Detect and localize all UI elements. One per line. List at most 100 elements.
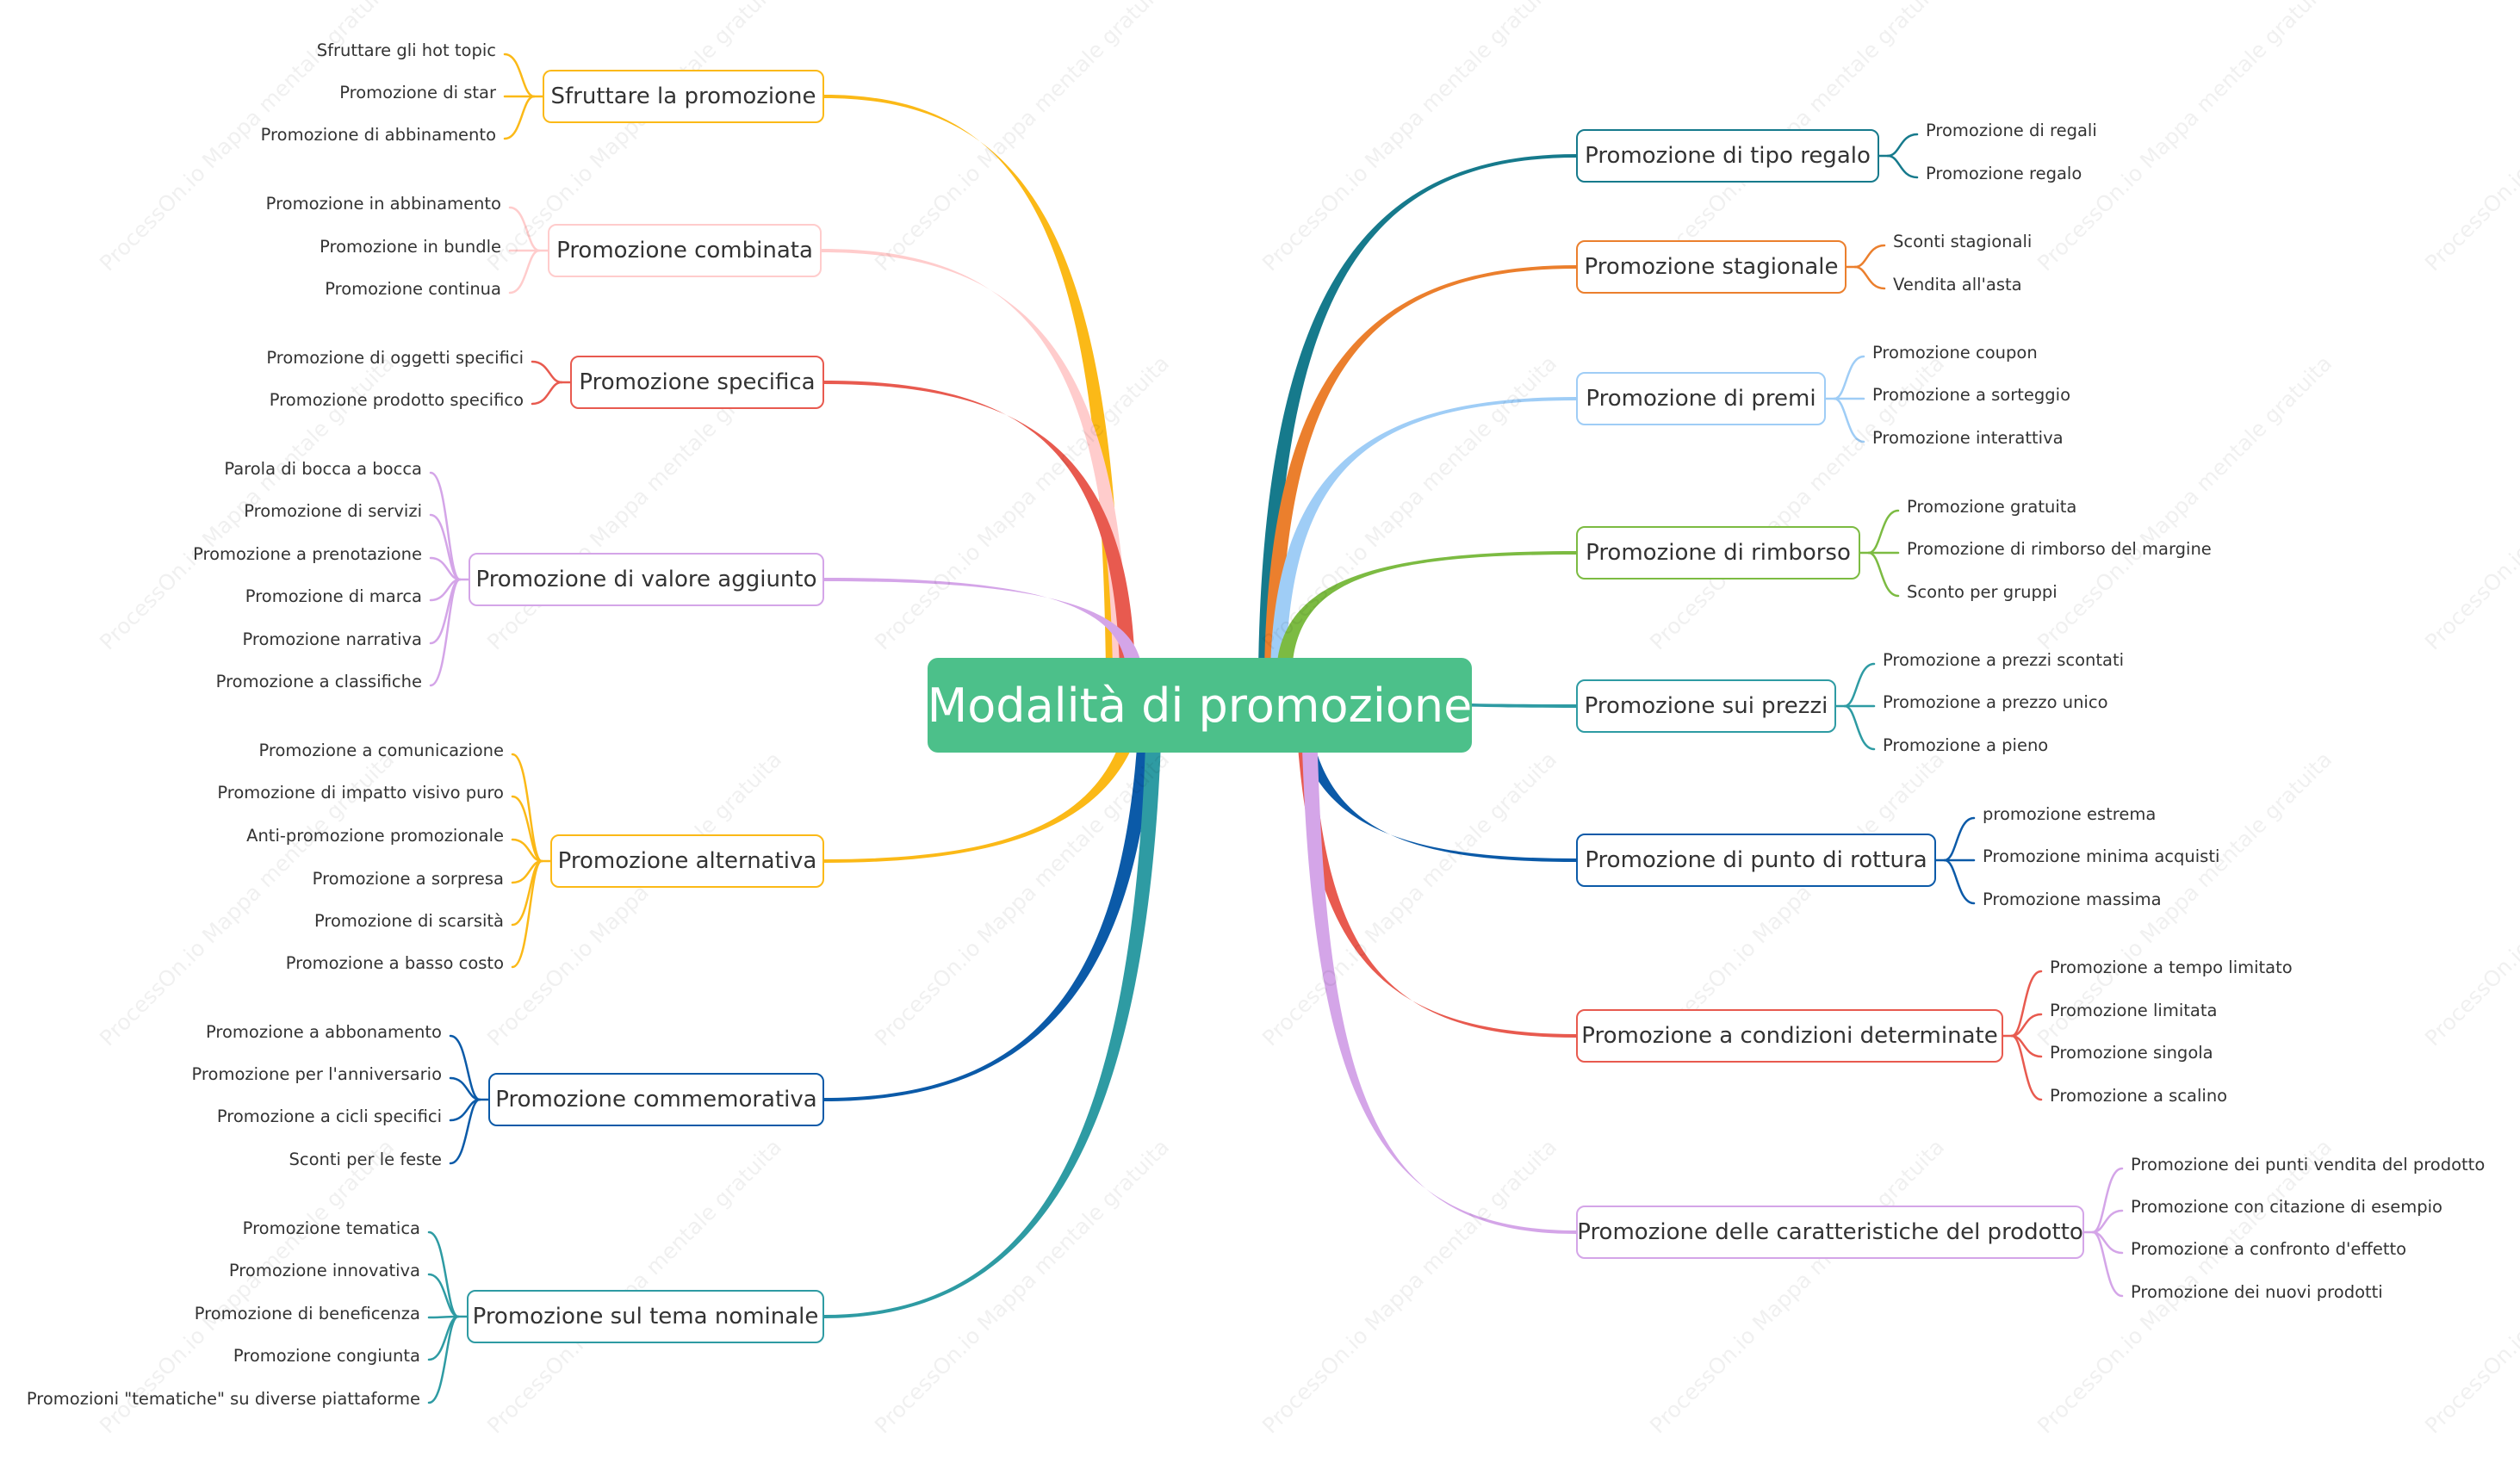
connector-line xyxy=(511,859,543,969)
branch-topic[interactable]: Promozione di punto di rottura xyxy=(1576,834,1936,887)
branch-connector xyxy=(1270,397,1576,671)
leaf-topic[interactable]: Promozione in abbinamento xyxy=(265,194,501,214)
branch-topic[interactable]: Promozione commemorativa xyxy=(488,1073,824,1126)
leaf-topic[interactable]: Promozione tematica xyxy=(242,1218,420,1238)
leaf-topic[interactable]: Promozione a sorpresa xyxy=(312,869,504,889)
leaf-topic[interactable]: Sconto per gruppi xyxy=(1907,582,2058,602)
branch-topic[interactable]: Promozione combinata xyxy=(548,224,822,277)
connector-line xyxy=(531,360,563,384)
leaf-topic[interactable]: Promozione innovativa xyxy=(228,1261,420,1280)
connector-line xyxy=(1886,154,1919,179)
connector-line xyxy=(511,753,543,863)
leaf-topic[interactable]: Promozioni "tematiche" su diverse piatta… xyxy=(26,1389,420,1409)
branch-topic[interactable]: Promozione sul tema nominale xyxy=(467,1290,824,1343)
branch-topic[interactable]: Promozione specifica xyxy=(570,356,824,409)
connector-line xyxy=(2010,970,2043,1038)
leaf-topic[interactable]: promozione estrema xyxy=(1983,804,2157,824)
branch-topic[interactable]: Promozione di tipo regalo xyxy=(1576,129,1879,183)
connector-line xyxy=(1843,662,1876,708)
branch-topic[interactable]: Promozione di rimborso xyxy=(1576,526,1860,580)
leaf-topic[interactable]: Promozione a prezzo unico xyxy=(1883,692,2108,712)
connector-line xyxy=(1867,551,1900,598)
connector-line xyxy=(1943,816,1976,862)
leaf-topic[interactable]: Promozione dei punti vendita del prodott… xyxy=(2131,1155,2486,1175)
leaf-topic[interactable]: Promozione di abbinamento xyxy=(260,125,496,145)
leaf-topic[interactable]: Promozione a abbonamento xyxy=(205,1022,442,1042)
leaf-topic[interactable]: Promozione a cicli specifici xyxy=(216,1106,442,1126)
leaf-topic[interactable]: Promozione a prenotazione xyxy=(193,544,422,564)
branch-topic[interactable]: Promozione a condizioni determinate xyxy=(1576,1009,2003,1063)
leaf-topic[interactable]: Promozione a confronto d'effetto xyxy=(2131,1239,2407,1259)
leaf-topic[interactable]: Vendita all'asta xyxy=(1893,275,2022,294)
leaf-topic[interactable]: Promozione limitata xyxy=(2050,1001,2218,1020)
branch-connector xyxy=(1276,551,1576,671)
leaf-topic[interactable]: Promozione a comunicazione xyxy=(258,741,504,760)
branch-topic[interactable]: Promozione delle caratteristiche del pro… xyxy=(1576,1206,2084,1259)
leaf-topic[interactable]: Promozione a scalino xyxy=(2050,1086,2228,1106)
leaf-topic[interactable]: Promozione a prezzi scontati xyxy=(1883,650,2125,670)
leaf-topic[interactable]: Promozione massima xyxy=(1983,889,2162,909)
leaf-topic[interactable]: Promozione di servizi xyxy=(244,501,422,521)
branch-topic[interactable]: Promozione stagionale xyxy=(1576,240,1847,294)
connector-line xyxy=(429,578,462,645)
leaf-topic[interactable]: Promozione di star xyxy=(339,83,496,102)
leaf-topic[interactable]: Sconti stagionali xyxy=(1893,232,2033,251)
branch-topic[interactable]: Promozione alternativa xyxy=(550,834,824,888)
leaf-topic[interactable]: Sfruttare gli hot topic xyxy=(316,40,496,60)
leaf-topic[interactable]: Sconti per le feste xyxy=(289,1150,442,1169)
leaf-topic[interactable]: Promozione interattiva xyxy=(1872,428,2064,448)
connector-line xyxy=(1886,133,1919,158)
leaf-topic[interactable]: Promozione di rimborso del margine xyxy=(1907,539,2212,559)
leaf-topic[interactable]: Promozione di beneficenza xyxy=(194,1304,420,1323)
connector-line xyxy=(429,578,462,687)
leaf-topic[interactable]: Promozione narrativa xyxy=(242,629,422,649)
leaf-topic[interactable]: Promozione dei nuovi prodotti xyxy=(2131,1282,2383,1302)
leaf-topic[interactable]: Promozione singola xyxy=(2050,1043,2213,1063)
leaf-topic[interactable]: Promozione prodotto specifico xyxy=(269,390,524,410)
branch-connector xyxy=(824,671,1156,1101)
connector-line xyxy=(511,859,543,927)
leaf-topic[interactable]: Anti-promozione promozionale xyxy=(246,826,504,846)
branch-connector xyxy=(824,381,1135,671)
branch-connector xyxy=(1258,154,1576,671)
leaf-topic[interactable]: Promozione continua xyxy=(325,279,501,299)
connector-line xyxy=(1853,265,1886,290)
connector-line xyxy=(2091,1230,2124,1298)
branch-topic[interactable]: Promozione di valore aggiunto xyxy=(469,553,824,606)
connector-line xyxy=(1843,704,1876,751)
leaf-topic[interactable]: Promozione in bundle xyxy=(320,237,501,257)
leaf-topic[interactable]: Promozione congiunta xyxy=(233,1346,420,1366)
connector-line xyxy=(511,795,543,863)
branch-connector xyxy=(824,671,1149,863)
connector-line xyxy=(1943,858,1976,905)
leaf-topic[interactable]: Parola di bocca a bocca xyxy=(224,459,422,479)
central-topic[interactable]: Modalità di promozione xyxy=(928,658,1472,753)
leaf-topic[interactable]: Promozione gratuita xyxy=(1907,497,2077,517)
leaf-topic[interactable]: Promozione a sorteggio xyxy=(1872,385,2071,405)
branch-topic[interactable]: Promozione di premi xyxy=(1576,372,1826,425)
connector-line xyxy=(508,206,541,252)
connector-line xyxy=(427,1273,460,1318)
connector-line xyxy=(427,1230,460,1318)
connector-line xyxy=(503,95,536,140)
leaf-topic[interactable]: Promozione per l'anniversario xyxy=(191,1064,442,1084)
leaf-topic[interactable]: Promozione di marca xyxy=(245,586,422,606)
leaf-topic[interactable]: Promozione di regali xyxy=(1926,121,2097,140)
leaf-topic[interactable]: Promozione di scarsità xyxy=(313,911,504,931)
leaf-topic[interactable]: Promozione di impatto visivo puro xyxy=(217,783,504,803)
connector-line xyxy=(503,53,536,98)
branch-connector xyxy=(1300,671,1576,1234)
leaf-topic[interactable]: Promozione coupon xyxy=(1872,343,2038,363)
leaf-topic[interactable]: Promozione con citazione di esempio xyxy=(2131,1197,2442,1217)
leaf-topic[interactable]: Promozione a pieno xyxy=(1883,735,2049,755)
leaf-topic[interactable]: Promozione di oggetti specifici xyxy=(266,348,524,368)
connector-line xyxy=(508,249,541,294)
leaf-topic[interactable]: Promozione regalo xyxy=(1926,164,2082,183)
leaf-topic[interactable]: Promozione a basso costo xyxy=(285,953,504,973)
leaf-topic[interactable]: Promozione a tempo limitato xyxy=(2050,958,2293,977)
leaf-topic[interactable]: Promozione minima acquisti xyxy=(1983,846,2220,866)
branch-topic[interactable]: Sfruttare la promozione xyxy=(543,70,824,123)
branch-topic[interactable]: Promozione sui prezzi xyxy=(1576,679,1836,733)
leaf-topic[interactable]: Promozione a classifiche xyxy=(215,672,422,691)
